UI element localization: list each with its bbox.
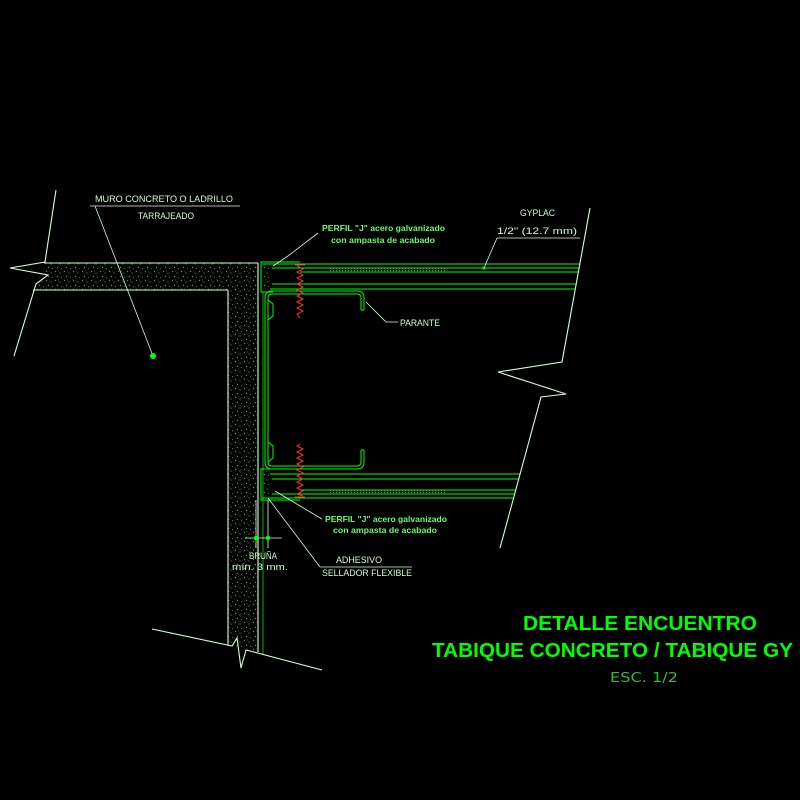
title-line-1: DETALLE ENCUENTRO: [523, 613, 757, 635]
screw-bottom: [295, 443, 305, 498]
label-j-profile-bottom: PERFIL "J" acero galvanizado: [325, 515, 447, 524]
label-j-profile-top: PERFIL "J" acero galvanizado: [322, 224, 445, 233]
stud-web-notch: [267, 441, 274, 463]
screw-thread: [295, 443, 305, 497]
stud-web-notch: [267, 299, 274, 321]
dimension-tick: [253, 535, 259, 541]
j-profile-hatch: [263, 471, 271, 498]
detail-title: DETALLE ENCUENTRO TABIQUE CONCRETO / TAB…: [432, 613, 794, 686]
label-j-profile-top-note: con ampasta de acabado: [331, 236, 435, 245]
leader-j-profile-top: [272, 232, 319, 267]
finish-paste-hatch: [330, 268, 445, 272]
j-profile-hatch: [263, 263, 271, 290]
gyplac-board-top: [262, 263, 580, 290]
title-scale: ESC. 1/2: [610, 671, 678, 686]
gyplac-board-bottom: [262, 473, 520, 499]
leader-gyplac: [482, 237, 580, 270]
screw-top: [295, 264, 305, 319]
j-profile-top: [260, 261, 300, 293]
leader-wall: [90, 205, 240, 359]
break-line-bottom: [151, 628, 323, 671]
leader-line: [267, 497, 321, 568]
concrete-hatch: [33, 263, 258, 652]
leader-dot: [482, 266, 486, 270]
stud-inner-outline: [267, 293, 362, 467]
label-gyplac: GYPLAC: [520, 208, 555, 218]
j-profile-outline: [260, 468, 300, 501]
leader-line: [483, 237, 498, 269]
label-reveal-size: mín. 3 mm.: [232, 562, 288, 572]
label-stud: PARANTE: [400, 318, 440, 328]
leader-sealant: [267, 497, 412, 568]
leader-dot: [150, 353, 156, 359]
label-wall: MURO CONCRETO O LADRILLO: [95, 194, 233, 204]
dimension-reveal: [245, 500, 282, 548]
label-sealant: SELLADOR FLEXIBLE: [322, 568, 412, 578]
leader-j-profile-bottom: [274, 490, 323, 520]
label-gyplac-thickness: 1/2" (12.7 mm): [497, 226, 577, 236]
label-adhesive: ADHESIVO: [336, 555, 382, 565]
leader-stud: [365, 301, 398, 323]
label-reveal: BRUÑA: [249, 551, 277, 561]
screw-thread: [295, 265, 305, 319]
break-line-left: [9, 189, 57, 357]
finish-paste-hatch: [330, 490, 445, 494]
title-line-2: TABIQUE CONCRETO / TABIQUE GY: [432, 640, 794, 662]
stud-outer-outline: [264, 290, 365, 470]
label-j-profile-bottom-note: con ampasta de acabado: [333, 526, 437, 535]
j-profile-bottom: [260, 468, 300, 501]
steel-stud: [264, 290, 365, 470]
leader-line: [94, 205, 154, 357]
dimension-tick: [265, 535, 271, 541]
label-plaster: TARRAJEADO: [138, 211, 194, 221]
break-line-right: [497, 207, 591, 549]
